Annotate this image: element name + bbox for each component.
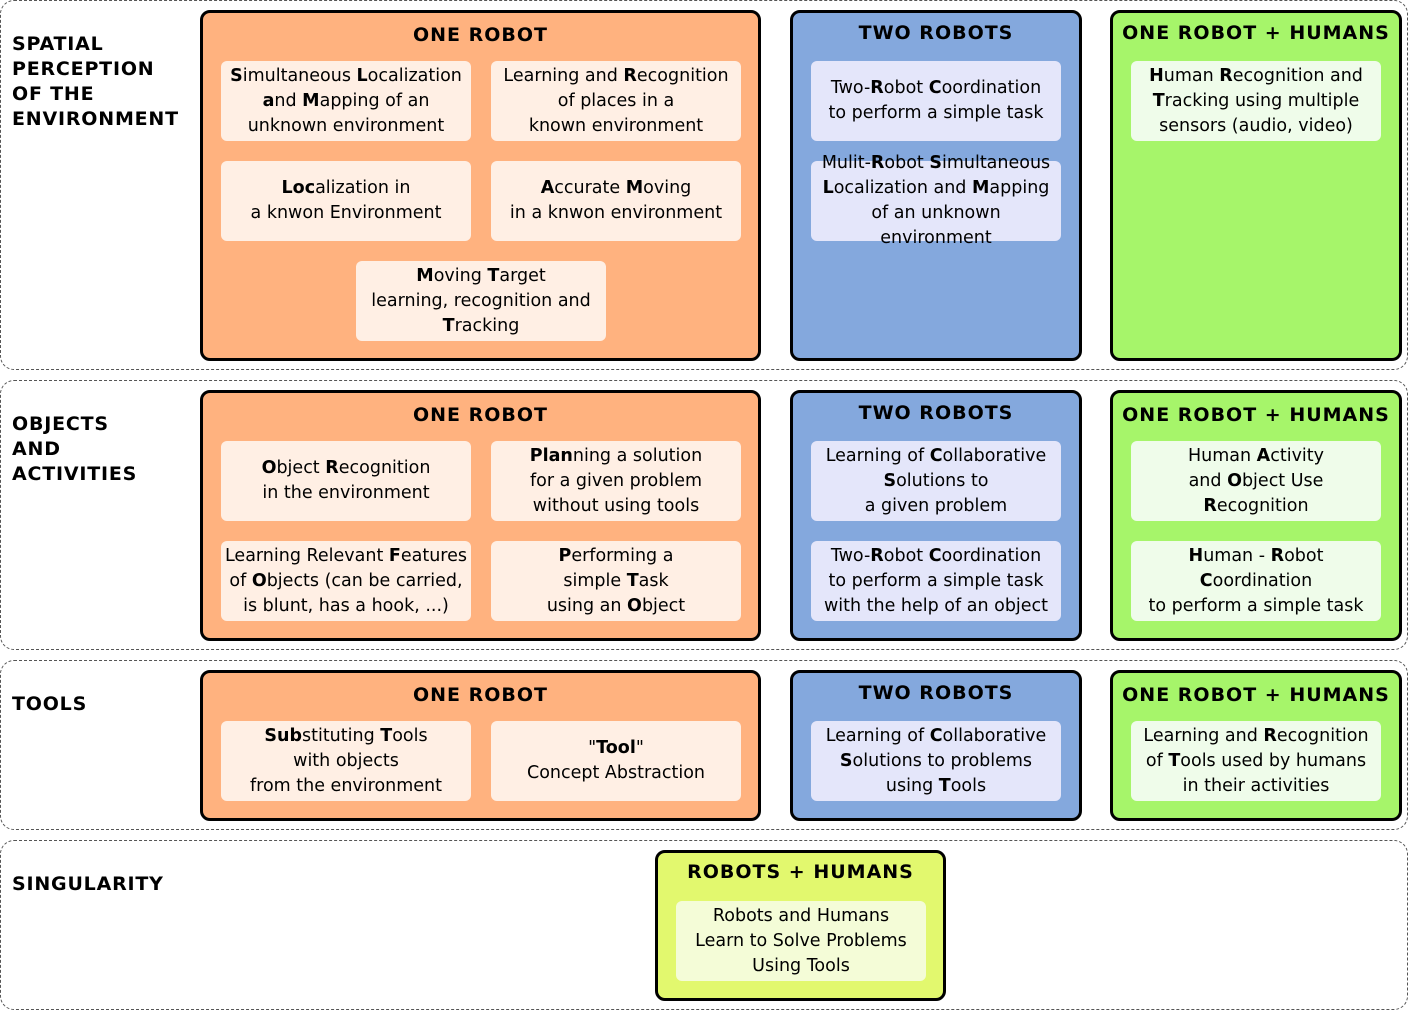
band-tools: TOOLS xyxy=(0,660,1408,830)
band-title-spatial: SPATIAL PERCEPTION OF THE ENVIRONMENT xyxy=(12,33,179,130)
band-singularity: SINGULARITY xyxy=(0,840,1408,1010)
group-title: ONE ROBOT + HUMANS xyxy=(1122,404,1390,426)
group-title: ONE ROBOT xyxy=(412,684,549,706)
group-title: TWO ROBOTS xyxy=(858,682,1014,704)
band-spatial-perception: SPATIAL PERCEPTION OF THE ENVIRONMENT xyxy=(0,0,1408,370)
group-title: ONE ROBOT xyxy=(412,404,549,426)
band-title-objects: OBJECTS AND ACTIVITIES xyxy=(12,413,138,485)
group-title: ROBOTS + HUMANS xyxy=(687,861,914,883)
group-spatial-humans: ONE ROBOT + HUMANS Human Recognition and… xyxy=(1110,10,1402,361)
card-text: "Tool"Concept Abstraction xyxy=(526,738,706,783)
group-title: ONE ROBOT + HUMANS xyxy=(1122,684,1390,706)
band-title-tools: TOOLS xyxy=(12,693,88,715)
group-title: ONE ROBOT xyxy=(412,24,549,46)
group-title: TWO ROBOTS xyxy=(858,22,1014,44)
band-title-singularity: SINGULARITY xyxy=(12,873,164,895)
card-tool-concept: "Tool"Concept Abstraction xyxy=(491,721,741,801)
group-title: ONE ROBOT + HUMANS xyxy=(1122,22,1390,44)
group-title: TWO ROBOTS xyxy=(858,402,1014,424)
band-objects-activities: OBJECTS AND ACTIVITIES xyxy=(0,380,1408,650)
group-tools-humans: ONE ROBOT + HUMANS Learning and Recognit… xyxy=(1110,670,1402,821)
